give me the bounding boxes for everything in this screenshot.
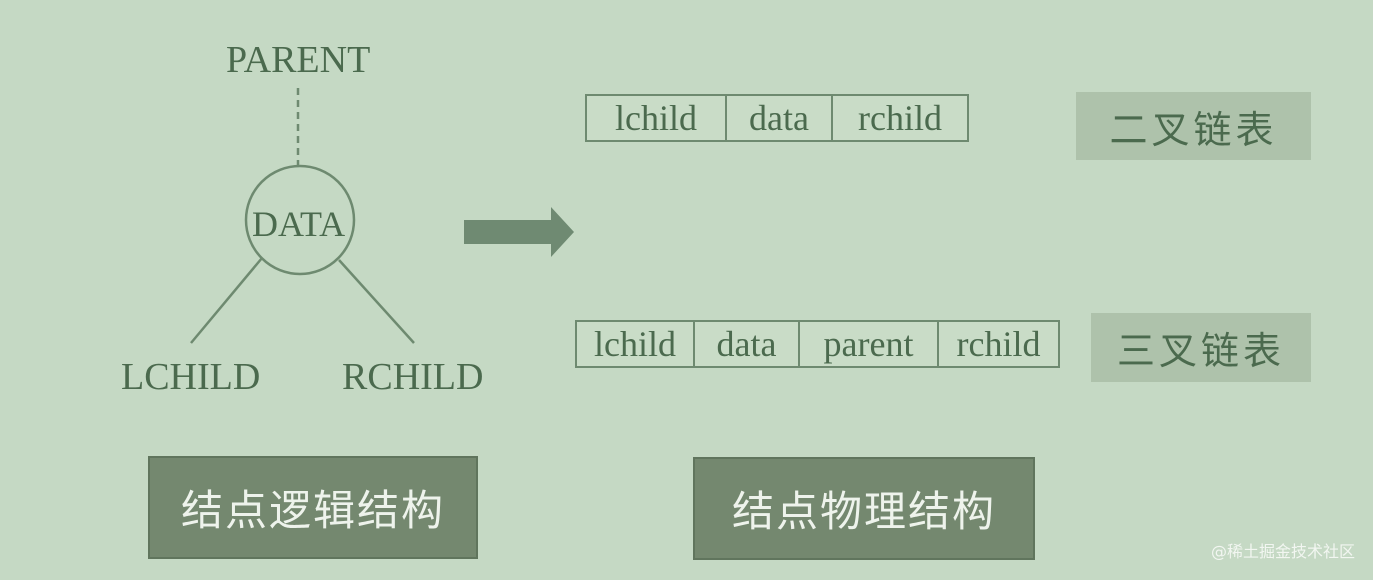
binary-field-rchild: rchild — [858, 98, 942, 138]
ternary-field-rchild: rchild — [956, 324, 1041, 364]
data-node-circle — [244, 164, 356, 276]
transform-arrow-icon — [464, 207, 574, 257]
ternary-field-parent: parent — [800, 322, 939, 366]
left-child-link — [190, 257, 263, 344]
binary-list-record: lchild data rchild — [585, 94, 969, 142]
binary-field-data: data — [727, 96, 833, 140]
physical-structure-caption: 结点物理结构 — [693, 457, 1035, 560]
binary-field-lchild: lchild — [587, 96, 727, 140]
logical-structure-caption: 结点逻辑结构 — [148, 456, 478, 559]
ternary-field-data: data — [695, 322, 800, 366]
lchild-label: LCHILD — [121, 356, 261, 398]
ternary-list-record: lchild data parent rchild — [575, 320, 1060, 368]
watermark: @稀土掘金技术社区 — [1210, 542, 1355, 561]
data-node-label: DATA — [252, 204, 346, 244]
rchild-label: RCHILD — [342, 356, 484, 398]
ternary-list-label: 三叉链表 — [1091, 313, 1311, 382]
ternary-field-lchild: lchild — [577, 322, 695, 366]
parent-label: PARENT — [226, 39, 371, 81]
binary-list-label: 二叉链表 — [1076, 92, 1311, 160]
right-child-link — [338, 259, 415, 344]
